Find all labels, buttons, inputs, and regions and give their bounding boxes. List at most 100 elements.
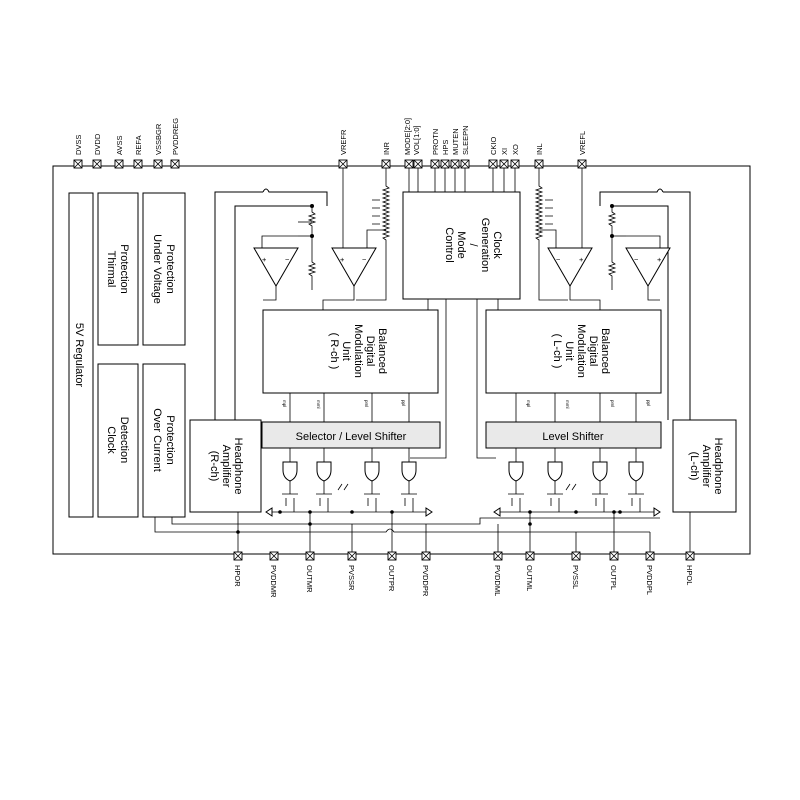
svg-text:+: + — [340, 255, 345, 264]
hp-amp-r-block — [189, 419, 262, 513]
pin-dvdd-label: DVDD — [93, 133, 102, 155]
bdm-r-line-3: Modulation — [352, 324, 364, 378]
l-bus-ppl: ppl — [646, 400, 651, 406]
svg-text:−: − — [556, 255, 561, 264]
l-gate-drivers — [493, 448, 661, 517]
clock-generation-block — [402, 191, 521, 300]
clockgen-line-4: Mode — [455, 231, 467, 259]
pin-outmr-label: OUTMR — [305, 565, 314, 593]
under-voltage-block — [142, 192, 186, 346]
bottom-pins: HPOR PVDDMR OUTMR PVSSR OUTPR PVDDPR PVD… — [233, 551, 695, 598]
top-left-pins: DVSS DVDD AVSS REFA VSSBGR PVDDREG — [73, 118, 180, 169]
pin-vssbgr-label: VSSBGR — [154, 123, 163, 155]
bdm-l-line-1: Balanced — [599, 328, 611, 374]
l-bus-lines: mpl mml pml ppl — [515, 393, 651, 422]
clockgen-line-2: Generation — [479, 218, 491, 272]
pin-xo-label: XO — [511, 144, 520, 155]
chip-outline — [52, 165, 751, 555]
svg-text:+: + — [579, 255, 584, 264]
over-current-block — [142, 363, 186, 518]
r-bus-pml: pml — [364, 400, 369, 407]
svg-text:−: − — [362, 255, 367, 264]
r-bus-ppl: ppl — [401, 400, 406, 406]
pin-pvddpr-label: PVDDPR — [421, 565, 430, 597]
pin-inl-label: INL — [535, 143, 544, 155]
thermal-label-2: Protection — [118, 244, 130, 294]
clock-detection-label-1: Clock — [105, 426, 117, 454]
pin-avss-label: AVSS — [115, 136, 124, 155]
regulator-label: 5V Regulator — [73, 323, 85, 388]
clock-detection-label-2: Detection — [118, 417, 130, 463]
regulator-block — [68, 192, 94, 518]
clockgen-line-3: / — [467, 243, 479, 247]
bdm-r-line-4: Unit — [340, 341, 352, 361]
under-voltage-label-2: Protection — [164, 244, 176, 294]
bdm-l-line-4: Unit — [563, 341, 575, 361]
pin-muten-label: MUTEN — [451, 128, 460, 155]
pin-pvssl-label: PVSSL — [571, 565, 580, 589]
pin-vrefr-label: VREFR — [339, 129, 348, 155]
hp-amp-l-block — [672, 419, 737, 513]
l-bus-pml: pml — [610, 400, 615, 407]
pin-outpl-label: OUTPL — [609, 565, 618, 590]
selector-r-label: Selector / Level Shifter — [296, 431, 407, 443]
pin-pvddpl-label: PVDDPL — [645, 565, 654, 595]
pin-pvddml-label: PVDDML — [493, 565, 502, 596]
over-current-label-2: Protection — [164, 415, 176, 465]
r-bus-mml: mml — [316, 400, 321, 409]
pin-protn-label: PROTN — [431, 129, 440, 155]
under-voltage-label-1: Under Voltage — [151, 234, 163, 304]
selector-l-label: Level Shifter — [542, 431, 603, 443]
pin-pvddmr-label: PVDDMR — [269, 565, 278, 598]
l-bus-mml: mml — [565, 400, 570, 409]
pin-hps-label: HPS — [441, 140, 450, 155]
hp-amp-r-line-2: Amplifier — [220, 445, 232, 488]
pin-outml-label: OUTML — [525, 565, 534, 591]
r-ch-input-network: + − + − — [214, 168, 391, 420]
thermal-protection-block — [97, 192, 139, 346]
pin-vrefl-label: VREFL — [578, 131, 587, 155]
pin-ckio-label: CKIO — [489, 136, 498, 155]
selector-level-shifter-r — [261, 421, 441, 449]
hp-amp-r-line-3: (R-ch) — [208, 451, 220, 482]
top-mid-pins: VREFR INR MODE[2:0] VOL[1:0] PROTN HPS M… — [338, 118, 587, 169]
r-bus-lines: mpl mml pml ppl — [282, 393, 410, 422]
r-bus-mpl: mpl — [282, 400, 287, 407]
l-bus-mpl: mpl — [526, 400, 531, 407]
pin-inr-label: INR — [382, 142, 391, 156]
bdm-r-line-5: ( R-ch ) — [328, 333, 340, 370]
pin-pvddreg-label: PVDDREG — [171, 118, 180, 155]
clock-generation-group: Clock Generation / Mode Control — [402, 168, 521, 459]
level-shifter-l — [485, 421, 662, 449]
pin-vol-label: VOL[1:0] — [412, 125, 421, 155]
pin-hpol-label: HPOL — [685, 565, 694, 585]
svg-text:+: + — [262, 255, 267, 264]
clockgen-line-1: Clock — [491, 231, 503, 259]
bottom-routing — [154, 512, 691, 556]
hp-amp-r-line-1: Headphone — [232, 438, 244, 495]
svg-text:−: − — [285, 255, 290, 264]
pin-sleepn-label: SLEEPN — [461, 125, 470, 155]
svg-text:−: − — [634, 255, 639, 264]
hp-amp-l-line-3: (L-ch) — [688, 452, 700, 481]
r-gate-drivers — [265, 448, 433, 517]
over-current-label-1: Over Current — [151, 408, 163, 472]
pin-pvssr-label: PVSSR — [347, 565, 356, 591]
pin-xi-label: XI — [500, 148, 509, 155]
pin-outpr-label: OUTPR — [387, 565, 396, 592]
bdm-r-block — [262, 309, 439, 394]
clock-detection-block — [97, 363, 139, 518]
svg-text:+: + — [657, 255, 662, 264]
bdm-l-line-2: Digital — [587, 336, 599, 367]
pin-refa-label: REFA — [134, 135, 143, 155]
pin-hpor-label: HPOR — [233, 565, 242, 587]
hp-amp-l-line-2: Amplifier — [700, 445, 712, 488]
bdm-l-line-5: ( L-ch ) — [551, 334, 563, 369]
bdm-l-block — [485, 309, 662, 394]
clockgen-line-5: Control — [443, 227, 455, 262]
bdm-l-line-3: Modulation — [575, 324, 587, 378]
bdm-r-line-1: Balanced — [376, 328, 388, 374]
l-ch-input-network: − + − + — [534, 168, 691, 420]
pin-dvss-label: DVSS — [74, 135, 83, 155]
